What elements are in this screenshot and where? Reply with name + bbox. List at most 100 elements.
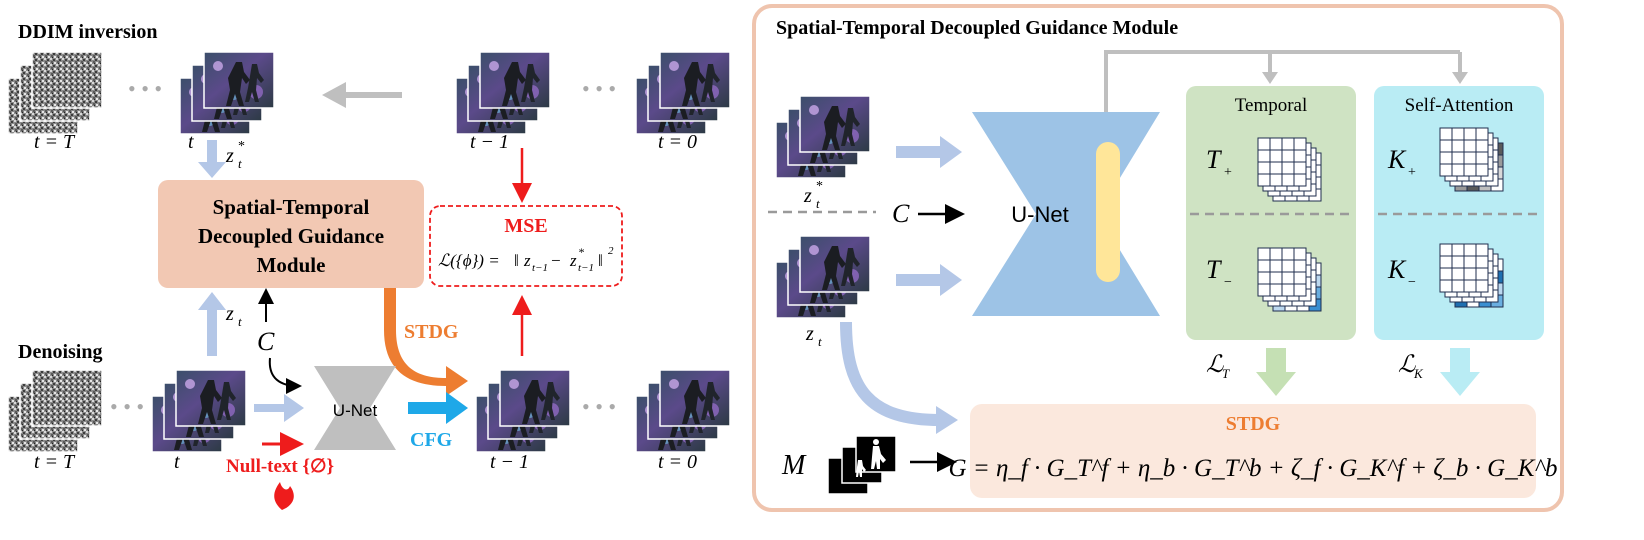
video-stack-bottom-t0 (635, 369, 731, 453)
mse-formula: ℒ({ϕ}) = ‖ z t−1 − z t−1 * ‖ 2 (438, 245, 614, 274)
grid-cell (1281, 259, 1295, 273)
grid-cell (1463, 267, 1477, 281)
k-minus-sub: − (1408, 275, 1416, 290)
inversion-direction-arrow (322, 82, 402, 108)
module-detail-panel (752, 4, 1564, 512)
grid-cell (1257, 137, 1271, 151)
grid-cell (1463, 139, 1477, 153)
grid-cell (1281, 247, 1295, 261)
mask-stack (827, 435, 897, 495)
loss-attention-sub: K (1413, 366, 1424, 381)
grid-cell (1269, 161, 1283, 175)
grid-cell (1281, 283, 1295, 297)
grid-cell (1463, 243, 1477, 257)
grid-cell (1475, 127, 1489, 141)
grid-cell (1269, 247, 1283, 261)
zt-star-to-module-arrow (198, 140, 226, 178)
mse-box (429, 205, 623, 287)
attention-feature-bar (1096, 142, 1120, 282)
grid-cell (1463, 127, 1477, 141)
stdg-orange-arrow (384, 288, 468, 396)
grid-cell (1269, 149, 1283, 163)
k-plus-sub: + (1408, 165, 1416, 180)
grid-cell (1439, 267, 1453, 281)
temporal-negative-grid (1257, 247, 1322, 312)
attention-negative-grid (1439, 243, 1504, 308)
condition-c-symbol-left: C (257, 327, 275, 356)
t-plus-symbol: T (1206, 145, 1222, 174)
condition-c-symbol-right: C (892, 199, 910, 228)
guidance-module-box (158, 180, 424, 288)
zt-to-unet-right-arrow (896, 264, 962, 296)
video-stack-top-t (179, 51, 275, 135)
right-z-star: z (803, 185, 812, 207)
svg-text:z: z (523, 251, 531, 270)
grid-cell (1439, 127, 1453, 141)
grid-cell (1269, 137, 1283, 151)
stdg-box (970, 404, 1536, 498)
zt-to-stdg-head (936, 406, 958, 434)
grid-cell (1281, 173, 1295, 187)
cfg-label: CFG (410, 429, 453, 451)
svg-text:t−1: t−1 (578, 262, 594, 274)
label-t-top: t (188, 131, 194, 153)
temporal-positive-grid (1257, 137, 1322, 202)
grid-cell (1257, 161, 1271, 175)
grid-cell (1257, 283, 1271, 297)
right-z: z (805, 323, 814, 345)
grid-cell (1451, 151, 1465, 165)
label-t-T-top: t = T (34, 131, 76, 153)
c-to-unet-arrow (268, 357, 302, 394)
label-z-t-star: z (225, 145, 234, 167)
svg-text:*: * (578, 245, 584, 259)
ellipsis-bottom-2: • • • (582, 394, 616, 419)
grid-cell (1439, 279, 1453, 293)
label-z-t-star-sup: * (238, 139, 245, 154)
label-t-T-bottom: t = T (34, 451, 76, 473)
stdg-label-left: STDG (404, 321, 459, 343)
grid-cell (1475, 243, 1489, 257)
zt-to-stdg-curve (840, 321, 941, 426)
k-plus-symbol: K (1387, 145, 1407, 174)
label-z-t: z (225, 303, 234, 325)
grid-cell (1451, 127, 1465, 141)
module-detail-title: Spatial-Temporal Decoupled Guidance Modu… (776, 17, 1178, 39)
null-text-label: Null-text {∅} (226, 456, 334, 477)
mask-m-symbol: M (781, 450, 807, 481)
grid-cell (1293, 137, 1307, 151)
module-line-1: Spatial-Temporal (213, 195, 370, 219)
svg-text:‖: ‖ (514, 251, 519, 270)
grid-cell (1257, 259, 1271, 273)
grid-cell (1293, 161, 1307, 175)
grid-cell (1269, 173, 1283, 187)
loss-temporal-sub: T (1222, 366, 1230, 381)
grid-cell (1293, 259, 1307, 273)
grid-cell (1293, 247, 1307, 261)
grid-cell (1439, 139, 1453, 153)
t-minus-symbol: T (1206, 255, 1222, 284)
grid-cell (1451, 243, 1465, 257)
video-stack-zt (775, 235, 871, 319)
t-minus-sub: − (1224, 275, 1232, 290)
grid-cell (1281, 161, 1295, 175)
grid-cell (1439, 163, 1453, 177)
unet-label-left: U-Net (333, 401, 378, 420)
label-z-t-star-sub: t (238, 156, 242, 171)
module-line-2: Decoupled Guidance (198, 224, 384, 248)
cfg-arrow (408, 392, 468, 424)
svg-text:−: − (550, 251, 561, 270)
svg-text:‖: ‖ (598, 251, 603, 270)
unet-label-right: U-Net (1011, 202, 1068, 227)
grid-cell (1439, 151, 1453, 165)
label-t-0-bottom: t = 0 (658, 451, 697, 473)
grid-cell (1451, 163, 1465, 177)
video-stack-zt-star (775, 95, 871, 179)
grid-cell (1269, 283, 1283, 297)
denoising-title: Denoising (18, 341, 102, 363)
loss-temporal-symbol: ℒ (1206, 352, 1224, 378)
grid-cell (1257, 173, 1271, 187)
unet-shape-left (314, 366, 396, 450)
grid-cell (1439, 243, 1453, 257)
right-z-sub: t (818, 334, 822, 349)
